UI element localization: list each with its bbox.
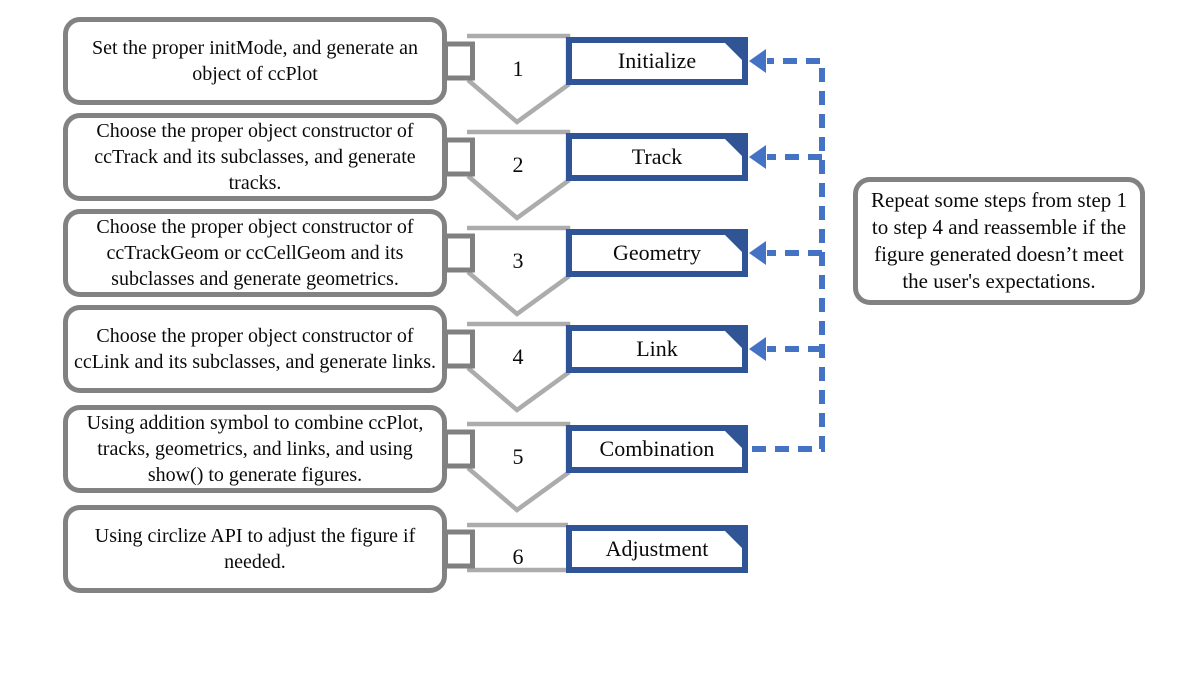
step-number-3: 3 — [512, 248, 524, 273]
step-label-box-initialize: Initialize — [566, 37, 748, 85]
step-number-6: 6 — [512, 544, 524, 569]
feedback-dashed-lines — [752, 58, 825, 452]
step-description-box-5: Using addition symbol to combine ccPlot,… — [63, 405, 447, 493]
step-label-box-geometry: Geometry — [566, 229, 748, 277]
step-description-text: Choose the proper object constructor of … — [73, 325, 437, 373]
step-description-box-1: Set the proper initMode, and generate an… — [63, 17, 447, 105]
pointer-shape-step-1 — [466, 33, 571, 125]
pointer-shape-step-3 — [466, 225, 571, 317]
step-description-text: Using circlize API to adjust the figure … — [94, 525, 416, 573]
step-label-box-track: Track — [566, 133, 748, 181]
folded-corner-icon — [725, 235, 742, 252]
feedback-arrowheads — [749, 49, 766, 361]
step-number-2: 2 — [512, 152, 524, 177]
step-description-text: Choose the proper object constructor of … — [94, 120, 416, 194]
step-description-text: Set the proper initMode, and generate an… — [92, 37, 418, 85]
bracket-step-1 — [443, 41, 475, 81]
step-description-text: Using addition symbol to combine ccPlot,… — [86, 412, 424, 486]
step-label-text: Initialize — [617, 48, 697, 73]
folded-corner-icon — [725, 331, 742, 348]
step-description-box-3: Choose the proper object constructor of … — [63, 209, 447, 297]
step-description-box-6: Using circlize API to adjust the figure … — [63, 505, 447, 593]
folded-corner-icon — [725, 531, 742, 548]
step-number-1: 1 — [512, 56, 524, 81]
step-pointer-shapes — [466, 33, 571, 573]
step-label-box-link: Link — [566, 325, 748, 373]
arrowhead-left-icon — [749, 49, 766, 73]
pointer-shape-step-2 — [466, 129, 571, 221]
arrowhead-left-icon — [749, 241, 766, 265]
arrowhead-left-icon — [749, 337, 766, 361]
bracket-step-3 — [443, 233, 475, 273]
folded-corner-icon — [725, 43, 742, 60]
bracket-step-2 — [443, 137, 475, 177]
repeat-note-text: Repeat some steps from step 1 to step 4 … — [870, 188, 1128, 293]
step-description-text: Choose the proper object constructor of … — [96, 216, 414, 290]
repeat-note-box: Repeat some steps from step 1 to step 4 … — [853, 177, 1145, 305]
step-label-box-combination: Combination — [566, 425, 748, 473]
step-label-text: Adjustment — [605, 536, 709, 561]
connector-brackets — [443, 41, 475, 569]
step-description-box-2: Choose the proper object constructor of … — [63, 113, 447, 201]
bracket-step-5 — [443, 429, 475, 469]
step-label-text: Combination — [599, 436, 715, 461]
step-description-box-4: Choose the proper object constructor of … — [63, 305, 447, 393]
step-label-box-adjustment: Adjustment — [566, 525, 748, 573]
bracket-step-4 — [443, 329, 475, 369]
step-number-4: 4 — [512, 344, 524, 369]
bracket-step-6 — [443, 529, 475, 569]
arrowhead-left-icon — [749, 145, 766, 169]
pointer-shape-step-5 — [466, 421, 571, 513]
pointer-shape-step-4 — [466, 321, 571, 413]
pointer-shape-step-6 — [467, 522, 568, 573]
step-label-text: Geometry — [613, 240, 701, 265]
folded-corner-icon — [725, 139, 742, 156]
step-label-text: Track — [631, 144, 683, 169]
step-label-text: Link — [636, 336, 678, 361]
step-number-5: 5 — [512, 444, 524, 469]
folded-corner-icon — [725, 431, 742, 448]
